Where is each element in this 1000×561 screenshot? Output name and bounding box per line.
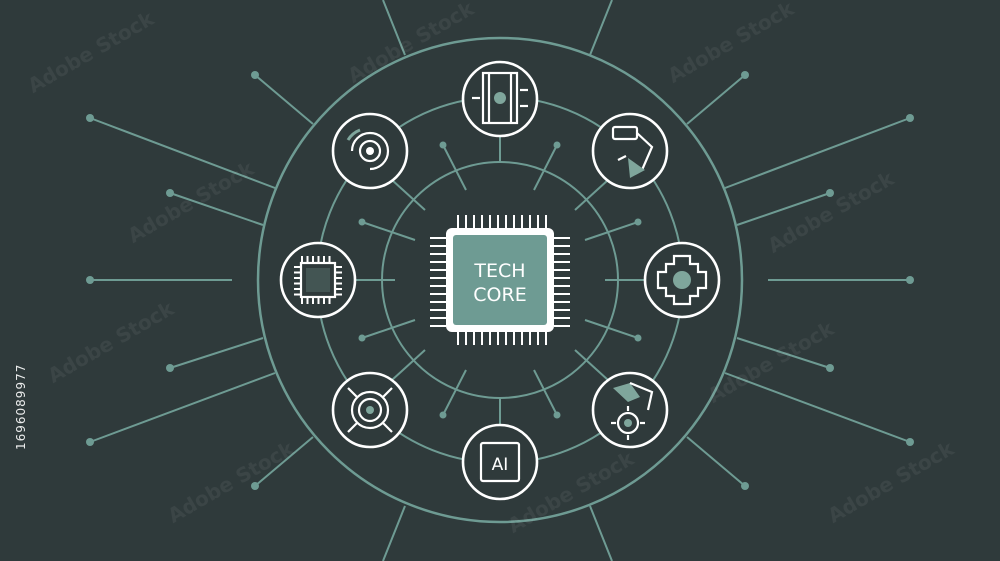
ray — [89, 372, 276, 443]
ray-dot — [86, 438, 94, 446]
ray-dot — [826, 189, 834, 197]
radiating-lines — [86, 0, 914, 561]
ray — [686, 74, 746, 125]
ray-dot — [166, 189, 174, 197]
ray — [686, 436, 746, 487]
ray — [382, 0, 406, 56]
target-icon — [331, 371, 409, 449]
robot-arm-icon — [591, 112, 669, 190]
central-chip: TECH CORE — [430, 215, 570, 345]
ray-dot — [166, 364, 174, 372]
stock-id: 1696089977 — [14, 363, 28, 450]
ray-dot — [826, 364, 834, 372]
radar-icon — [331, 112, 409, 190]
ray — [382, 505, 406, 561]
ray — [724, 117, 911, 189]
chip-label-line1: TECH — [473, 260, 525, 282]
ray — [254, 74, 314, 125]
processor-icon — [279, 241, 357, 319]
ray — [736, 337, 831, 369]
chip-core — [453, 235, 547, 325]
ray — [724, 372, 911, 443]
ray-dot — [251, 71, 259, 79]
ray — [169, 337, 264, 369]
ray-dot — [906, 276, 914, 284]
ai-label: AI — [492, 455, 509, 475]
ray-dot — [906, 438, 914, 446]
ray — [254, 436, 314, 487]
chip-label-line2: CORE — [473, 284, 526, 306]
circuit-board-icon — [461, 60, 539, 138]
chip-pins — [430, 215, 570, 345]
outer-ring — [256, 36, 744, 524]
ai-chip-icon: AI — [461, 423, 539, 501]
ray-dot — [86, 276, 94, 284]
ray-dot — [741, 71, 749, 79]
ray — [589, 505, 613, 561]
ray — [589, 0, 613, 56]
ray-dot — [741, 482, 749, 490]
ray — [169, 192, 264, 226]
ray-dot — [906, 114, 914, 122]
gear-chip-icon — [643, 241, 721, 319]
robot-gear-icon — [591, 371, 669, 449]
ray-dot — [86, 114, 94, 122]
ray — [736, 192, 831, 226]
ray — [89, 117, 276, 189]
ray-dot — [251, 482, 259, 490]
